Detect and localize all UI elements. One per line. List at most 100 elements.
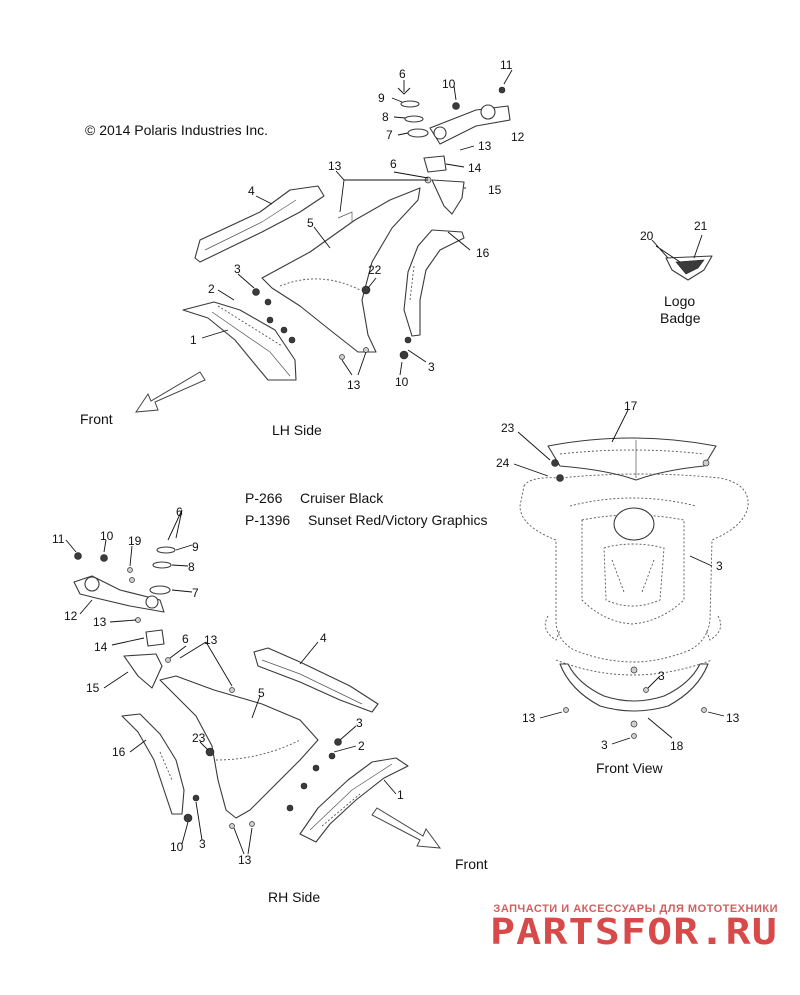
front-direction-arrow-rh — [371, 807, 442, 849]
callout-number: 10 — [442, 77, 456, 91]
callout-number: 8 — [188, 560, 195, 574]
callout-number: 5 — [307, 216, 314, 230]
watermark: ЗАПЧАСТИ И АКСЕССУАРЫ ДЛЯ МОТОТЕХНИКИ PA… — [490, 903, 778, 953]
callout-number: 22 — [368, 263, 382, 277]
lh-lower-rail — [182, 301, 297, 381]
callout-number: 20 — [640, 229, 654, 243]
front-view-label: Front View — [596, 760, 664, 776]
callout-number: 13 — [93, 615, 107, 629]
part-number-list: P-266 Cruiser Black P-1396 Sunset Red/Vi… — [245, 490, 488, 528]
callout-number: 10 — [100, 529, 114, 543]
callout-number: 15 — [488, 183, 502, 197]
callout-number: 15 — [86, 681, 100, 695]
callout-number: 2 — [208, 282, 215, 296]
front-fairing-outline — [519, 473, 749, 663]
callout-number: 7 — [386, 128, 393, 142]
callout-number: 16 — [476, 246, 490, 260]
lh-grommet — [423, 155, 447, 173]
callout-number: 13 — [522, 711, 536, 725]
callout-number: 14 — [94, 640, 108, 654]
lh-washer-7 — [407, 128, 429, 138]
rh-side-assembly: 11 10 19 6 9 8 7 12 13 14 6 13 15 4 5 16… — [52, 505, 409, 867]
callout-number: 13 — [328, 159, 342, 173]
front-lower-valance — [559, 663, 709, 712]
callout-number: 23 — [192, 731, 206, 745]
callout-number: 3 — [428, 360, 435, 374]
callout-number: 4 — [320, 631, 327, 645]
callout-number: 3 — [658, 669, 665, 683]
watermark-logo: PARTSFOR.RU — [490, 912, 778, 953]
callout-number: 18 — [670, 739, 684, 753]
callout-number: 13 — [347, 378, 361, 392]
callout-number: 21 — [694, 219, 708, 233]
callout-number: 11 — [500, 58, 513, 72]
callout-number: 9 — [192, 540, 199, 554]
part-number-description: Cruiser Black — [300, 490, 384, 506]
callout-number: 6 — [390, 157, 397, 171]
callout-number: 12 — [64, 609, 78, 623]
rh-side-label: RH Side — [268, 889, 320, 905]
callout-number: 5 — [258, 686, 265, 700]
callout-number: 23 — [501, 421, 515, 435]
lh-side-assembly: 11 6 9 10 8 12 7 13 6 14 13 15 4 5 16 22… — [182, 58, 525, 392]
lh-side-label: LH Side — [272, 422, 322, 438]
callout-number: 13 — [726, 711, 740, 725]
rh-small-triangle-trim — [123, 653, 163, 689]
callout-number: 8 — [382, 110, 389, 124]
callout-number: 3 — [601, 738, 608, 752]
callout-number: 11 — [52, 532, 65, 546]
callout-number: 13 — [478, 139, 492, 153]
rh-washer-7 — [149, 585, 171, 595]
front-arrow-label-rh: Front — [455, 856, 488, 872]
rh-washer-9 — [156, 546, 176, 554]
callout-number: 4 — [248, 184, 255, 198]
callout-number: 10 — [170, 840, 184, 854]
callout-number: 6 — [182, 632, 189, 646]
callout-number: 6 — [176, 505, 183, 519]
lh-washer-9 — [400, 100, 420, 108]
rh-grommet — [145, 629, 165, 647]
rh-upper-trim-part — [253, 647, 379, 713]
front-view-assembly: 17 23 24 3 3 13 13 3 18 — [496, 399, 749, 753]
callout-number: 14 — [468, 161, 482, 175]
rh-main-side-panel — [159, 675, 319, 819]
callout-number: 12 — [511, 130, 525, 144]
lh-upper-trim-part — [194, 185, 325, 263]
callout-number: 3 — [716, 559, 723, 573]
part-number-code: P-1396 — [245, 512, 290, 528]
lh-small-triangle-trim — [431, 179, 465, 215]
callout-number: 2 — [358, 739, 365, 753]
callout-number: 16 — [112, 745, 126, 759]
logo-badge-line2: Badge — [660, 310, 701, 326]
callout-number: 1 — [190, 333, 197, 347]
logo-badge-assembly: 20 21 — [640, 219, 713, 281]
rh-vertical-trim — [121, 713, 185, 815]
callout-number: 9 — [378, 91, 385, 105]
watermark-tagline: ЗАПЧАСТИ И АКСЕССУАРЫ ДЛЯ МОТОТЕХНИКИ — [493, 903, 778, 915]
logo-badge-line1: Logo — [664, 293, 695, 309]
callout-number: 7 — [192, 586, 199, 600]
front-arrow-label-lh: Front — [80, 411, 113, 427]
callout-number: 10 — [395, 375, 409, 389]
callout-number: 24 — [496, 456, 510, 470]
front-direction-arrow-lh — [135, 371, 206, 413]
rh-washer-8 — [152, 561, 172, 569]
rh-lower-rail — [299, 757, 409, 843]
copyright-text: © 2014 Polaris Industries Inc. — [85, 122, 268, 138]
callout-number: 17 — [624, 399, 638, 413]
callout-number: 1 — [397, 788, 404, 802]
callout-number: 6 — [399, 67, 406, 81]
callout-number: 3 — [234, 262, 241, 276]
lh-main-side-panel — [261, 187, 421, 353]
part-number-description: Sunset Red/Victory Graphics — [308, 512, 488, 528]
callout-number: 13 — [238, 853, 252, 867]
callout-number: 19 — [128, 534, 142, 548]
callout-number: 3 — [199, 837, 206, 851]
front-windshield-part — [547, 437, 717, 481]
lh-vertical-trim — [403, 229, 465, 337]
callout-number: 13 — [204, 633, 218, 647]
part-number-code: P-266 — [245, 490, 283, 506]
lh-washer-8 — [404, 115, 424, 123]
callout-number: 3 — [356, 716, 363, 730]
